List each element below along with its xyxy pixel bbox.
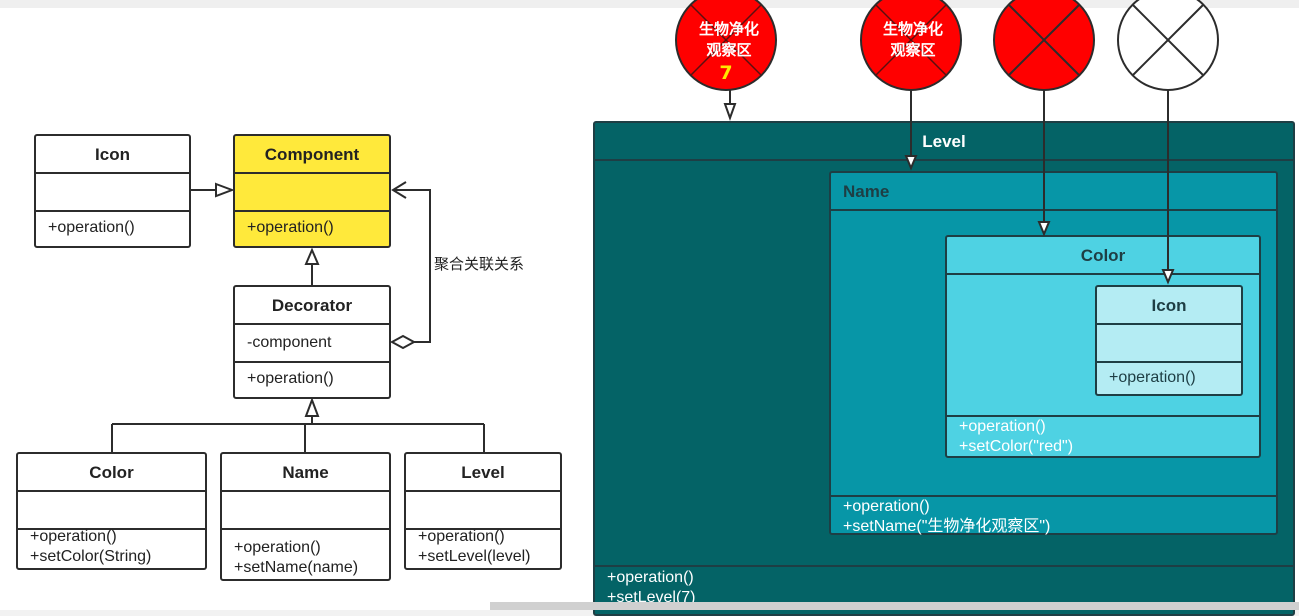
marker-circle-3 — [993, 0, 1095, 91]
color-box-operations: +operation() +setColor("red") — [947, 415, 1259, 457]
circle-shape — [860, 0, 962, 91]
x-mark-line — [1008, 4, 1080, 76]
circle-number: 7 — [719, 62, 732, 84]
attribute: -component — [247, 334, 332, 351]
class-name: Name — [222, 454, 389, 492]
operations-section: +operation() — [36, 210, 189, 246]
operation: +operation() — [843, 498, 930, 515]
uml-component-class: Component +operation() — [233, 134, 391, 248]
circle2-arrowhead — [904, 155, 918, 171]
uml-decorator-class: Decorator -component +operation() — [233, 285, 391, 399]
circle-label-line2: 观察区 — [706, 41, 751, 59]
aggregation-line — [393, 189, 431, 343]
operation: +operation() — [247, 370, 334, 387]
class-name: Decorator — [235, 287, 389, 325]
attributes-section — [1097, 325, 1241, 363]
attributes-section — [36, 174, 189, 212]
icon-box-title: Icon — [1097, 287, 1241, 325]
x-mark-line — [1132, 4, 1204, 76]
top-strip — [0, 0, 1299, 8]
class-name: Level — [406, 454, 560, 492]
class-name: Component — [235, 136, 389, 174]
horizontal-scrollbar[interactable] — [490, 602, 1299, 610]
operations-section: +operation() +setColor(String) — [18, 527, 205, 567]
operation: +operation() — [30, 528, 117, 545]
x-mark-line — [690, 4, 762, 76]
circle-label-line1: 生物净化 — [883, 20, 943, 38]
x-mark-line — [875, 4, 947, 76]
circle-label-line2: 观察区 — [890, 41, 935, 59]
class-name: Color — [18, 454, 205, 492]
level-box-title: Level — [595, 123, 1293, 161]
operation: +setLevel(level) — [418, 548, 531, 565]
operation: +operation() — [959, 418, 1046, 435]
class-name: Icon — [36, 136, 189, 174]
operation: +setColor("red") — [959, 438, 1074, 455]
circle1-arrowhead — [723, 103, 737, 121]
level-box-operations: +operation() +setLevel(7) — [595, 565, 1293, 608]
operation: +operation() — [234, 539, 321, 556]
operation: +operation() — [418, 528, 505, 545]
operation: +setName(name) — [234, 559, 359, 576]
uml-name-class: Name +operation() +setName(name) — [220, 452, 391, 581]
operation: +setColor(String) — [30, 548, 152, 565]
operation: +operation() — [247, 219, 334, 236]
icon-to-component-arrowhead — [215, 182, 235, 198]
uml-icon-class: Icon +operation() — [34, 134, 191, 248]
operations-section: +operation() — [235, 361, 389, 397]
name-box-operations: +operation() +setName("生物净化观察区") — [831, 495, 1276, 537]
aggregation-arrowhead — [391, 181, 407, 199]
marker-circle-4 — [1117, 0, 1219, 91]
circle3-arrowhead — [1037, 221, 1051, 237]
subclass-to-decorator-arrowhead — [304, 397, 320, 417]
decorator-to-component-arrowhead — [304, 247, 320, 265]
uml-level-class: Level +operation() +setLevel(level) — [404, 452, 562, 570]
operations-section: +operation() — [235, 210, 389, 246]
aggregation-diamond — [389, 334, 417, 350]
marker-circle-1: 生物净化 观察区 7 — [675, 0, 777, 91]
operations-section: +operation() — [1097, 361, 1241, 394]
attributes-section — [18, 492, 205, 530]
operation: +setName("生物净化观察区") — [843, 518, 1051, 535]
uml-color-class: Color +operation() +setColor(String) — [16, 452, 207, 570]
attributes-section: -component — [235, 325, 389, 363]
marker-circle-2: 生物净化 观察区 — [860, 0, 962, 91]
circle-shape — [1117, 0, 1219, 91]
operations-section: +operation() +setName(name) — [222, 538, 389, 578]
attributes-section — [235, 174, 389, 212]
circle-shape — [675, 0, 777, 91]
operations-section: +operation() +setLevel(level) — [406, 527, 560, 567]
operation: +operation() — [48, 219, 135, 236]
circle-shape — [993, 0, 1095, 91]
color-box-title: Color — [947, 237, 1259, 275]
operation: +operation() — [607, 569, 694, 586]
attributes-section — [406, 492, 560, 530]
circle-label-line1: 生物净化 — [699, 20, 759, 38]
circle4-arrowhead — [1161, 269, 1175, 285]
attributes-section — [222, 492, 389, 530]
nested-icon-box: Icon +operation() — [1095, 285, 1243, 396]
aggregation-label: 聚合关联关系 — [434, 255, 525, 273]
operation: +setLevel(7) — [607, 589, 696, 606]
operation: +operation() — [1109, 369, 1196, 386]
name-box-title: Name — [831, 173, 1276, 211]
